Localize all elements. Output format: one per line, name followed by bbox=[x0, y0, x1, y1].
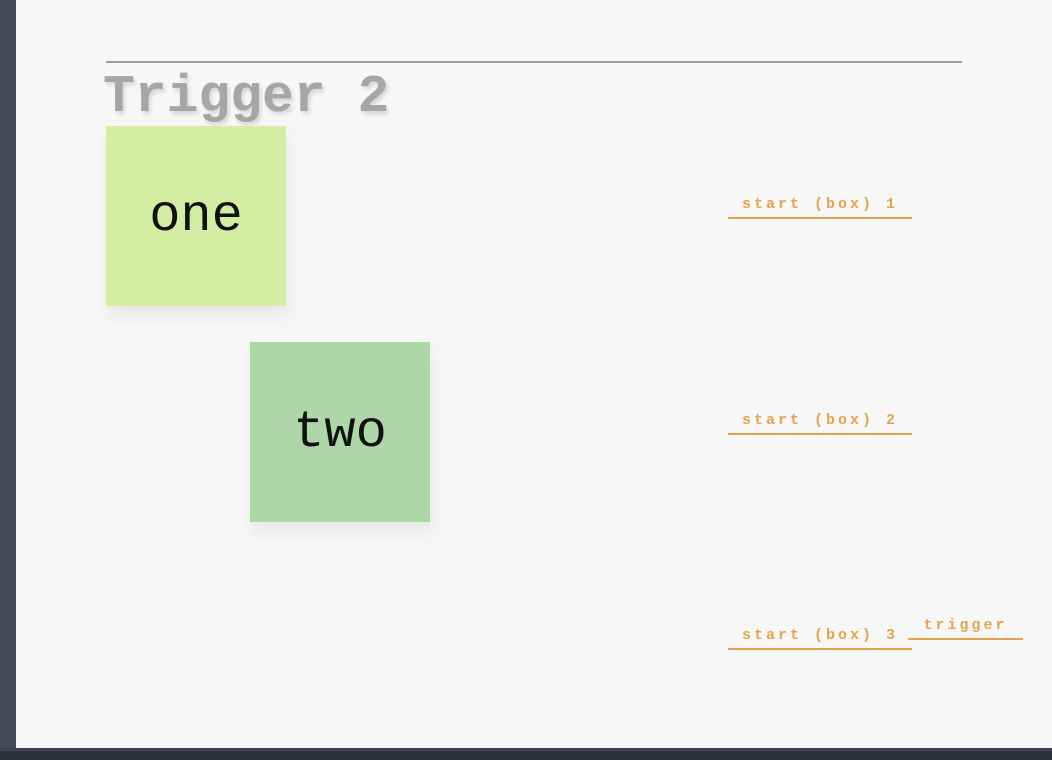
start-box-2-link[interactable]: start (box) 2 bbox=[728, 410, 912, 435]
green-box-two: two bbox=[250, 342, 430, 522]
trigger-link[interactable]: trigger bbox=[908, 615, 1023, 640]
divider bbox=[106, 61, 962, 63]
page-title: Trigger 2 bbox=[103, 67, 390, 127]
start-box-3-link[interactable]: start (box) 3 bbox=[728, 625, 912, 650]
green-box-one: one bbox=[106, 126, 286, 306]
window-left-edge bbox=[0, 0, 16, 760]
window-bottom-bar bbox=[0, 748, 1052, 760]
start-box-1-link[interactable]: start (box) 1 bbox=[728, 194, 912, 219]
